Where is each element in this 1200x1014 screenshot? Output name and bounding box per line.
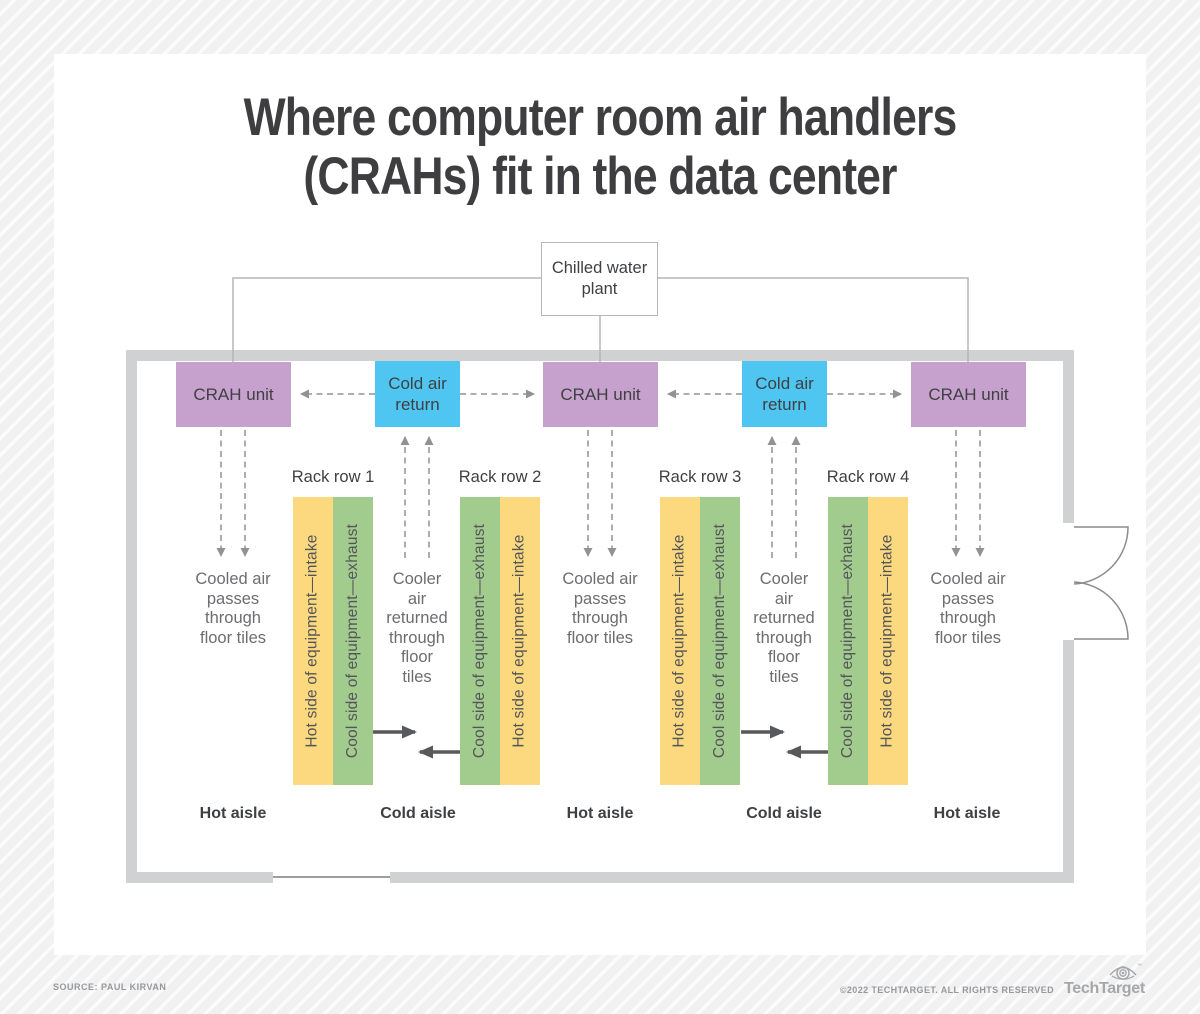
rack-row-2-hot-side-bar: Hot side of equipment—intake (500, 497, 540, 785)
chilled-water-plant-label: Chilled water plant (551, 259, 648, 298)
crah-unit-2-label: CRAH unit (560, 385, 641, 404)
rack-row-2-cool-side-bar: Cool side of equipment—exhaust (460, 497, 500, 785)
rack-row-1-hot-side-text: Hot side of equipment—intake (304, 534, 321, 748)
cooled-air-text-1: Cooled air passes through floor tiles (195, 570, 271, 647)
cold-air-return-1-label: Cold air return (388, 374, 447, 414)
hot-aisle-label-3: Hot aisle (933, 805, 1001, 822)
source-credit: SOURCE: PAUL KIRVAN (53, 982, 167, 992)
crah-unit-2: CRAH unit (543, 362, 658, 427)
rack-row-4-cool-side-bar: Cool side of equipment—exhaust (828, 497, 868, 785)
rack-row-4-hot-side-bar: Hot side of equipment—intake (868, 497, 908, 785)
rack-row-1-hot-side-bar: Hot side of equipment—intake (293, 497, 333, 785)
cooler-air-text-2: Cooler air returned through floor tiles (753, 570, 815, 686)
techtarget-logo: ™ TechTarget (1064, 962, 1148, 1000)
rack-row-4-hot-side-text: Hot side of equipment—intake (879, 534, 896, 748)
page-title-line-1: Where computer room air handlers (243, 88, 958, 147)
brand-name: TechTarget (1064, 980, 1145, 997)
cold-aisle-label-1: Cold aisle (380, 805, 456, 822)
crah-unit-1-label: CRAH unit (193, 385, 274, 404)
cold-aisle-label-2: Cold aisle (746, 805, 822, 822)
crah-unit-3: CRAH unit (911, 362, 1026, 427)
rack-row-3-cool-side-bar: Cool side of equipment—exhaust (700, 497, 740, 785)
crah-unit-1: CRAH unit (176, 362, 291, 427)
rack-row-2-hot-side-text: Hot side of equipment—intake (511, 534, 528, 748)
footer-right: ©2022 TECHTARGET. ALL RIGHTS RESERVED ™ … (840, 962, 1148, 1000)
page-title: Where computer room air handlers (CRAHs)… (0, 88, 1200, 206)
cooled-air-text-3: Cooled air passes through floor tiles (930, 570, 1006, 647)
svg-text:™: ™ (1137, 963, 1142, 969)
cold-air-return-1: Cold air return (375, 361, 460, 427)
rack-row-1-cool-side-bar: Cool side of equipment—exhaust (333, 497, 373, 785)
rack-row-3-hot-side-text: Hot side of equipment—intake (671, 534, 688, 748)
rack-row-3-label: Rack row 3 (658, 468, 742, 486)
cold-air-return-2: Cold air return (742, 361, 827, 427)
hot-aisle-label-2: Hot aisle (566, 805, 634, 822)
cooled-air-text-2: Cooled air passes through floor tiles (562, 570, 638, 647)
hot-aisle-label-1: Hot aisle (199, 805, 267, 822)
cooler-air-text-1: Cooler air returned through floor tiles (386, 570, 448, 686)
chilled-water-plant-box: Chilled water plant (541, 242, 658, 316)
copyright-text: ©2022 TECHTARGET. ALL RIGHTS RESERVED (839, 985, 1054, 995)
eye-icon: ™ (1109, 963, 1142, 980)
page-title-line-2: (CRAHs) fit in the data center (303, 147, 897, 206)
infographic-card (54, 54, 1146, 955)
rack-row-4-label: Rack row 4 (826, 468, 910, 486)
crah-unit-3-label: CRAH unit (928, 385, 1009, 404)
rack-row-1-label: Rack row 1 (291, 468, 375, 486)
cold-air-return-2-label: Cold air return (755, 374, 814, 414)
rack-row-3-hot-side-bar: Hot side of equipment—intake (660, 497, 700, 785)
rack-row-2-label: Rack row 2 (458, 468, 542, 486)
